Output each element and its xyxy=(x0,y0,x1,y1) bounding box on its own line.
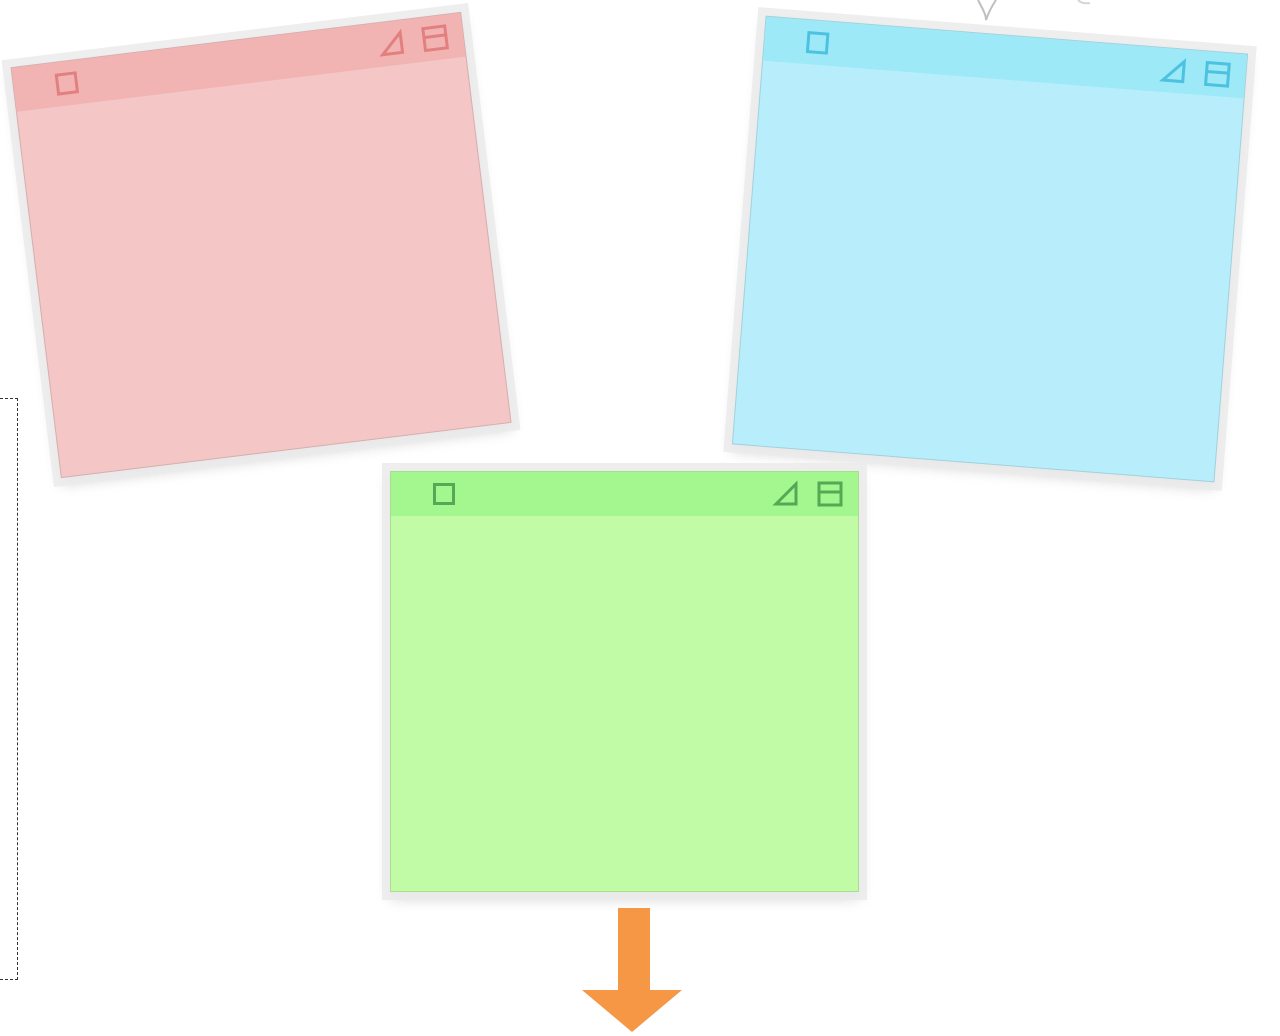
layout-icon[interactable] xyxy=(419,23,450,54)
layout-icon[interactable] xyxy=(1202,59,1232,89)
collapse-triangle-icon[interactable] xyxy=(1158,56,1188,86)
sticky-note-blue[interactable] xyxy=(731,15,1249,483)
note-text-area[interactable] xyxy=(391,516,858,891)
note-text-area[interactable] xyxy=(733,61,1244,482)
note-text-area[interactable] xyxy=(17,57,510,477)
note-titlebar[interactable] xyxy=(11,12,466,112)
collapse-triangle-icon[interactable] xyxy=(772,480,800,508)
layout-icon[interactable] xyxy=(816,480,844,508)
note-titlebar[interactable] xyxy=(391,472,858,516)
sticky-note-green[interactable] xyxy=(390,471,859,892)
dashed-selection-frame xyxy=(0,398,18,980)
down-arrow-icon xyxy=(578,908,686,1036)
close-icon[interactable] xyxy=(54,71,80,96)
note-titlebar[interactable] xyxy=(763,16,1248,99)
close-icon[interactable] xyxy=(433,483,455,505)
sticky-note-pink[interactable] xyxy=(10,11,512,479)
close-icon[interactable] xyxy=(805,31,830,55)
decorative-curl xyxy=(960,0,1100,22)
collapse-triangle-icon[interactable] xyxy=(376,28,407,59)
